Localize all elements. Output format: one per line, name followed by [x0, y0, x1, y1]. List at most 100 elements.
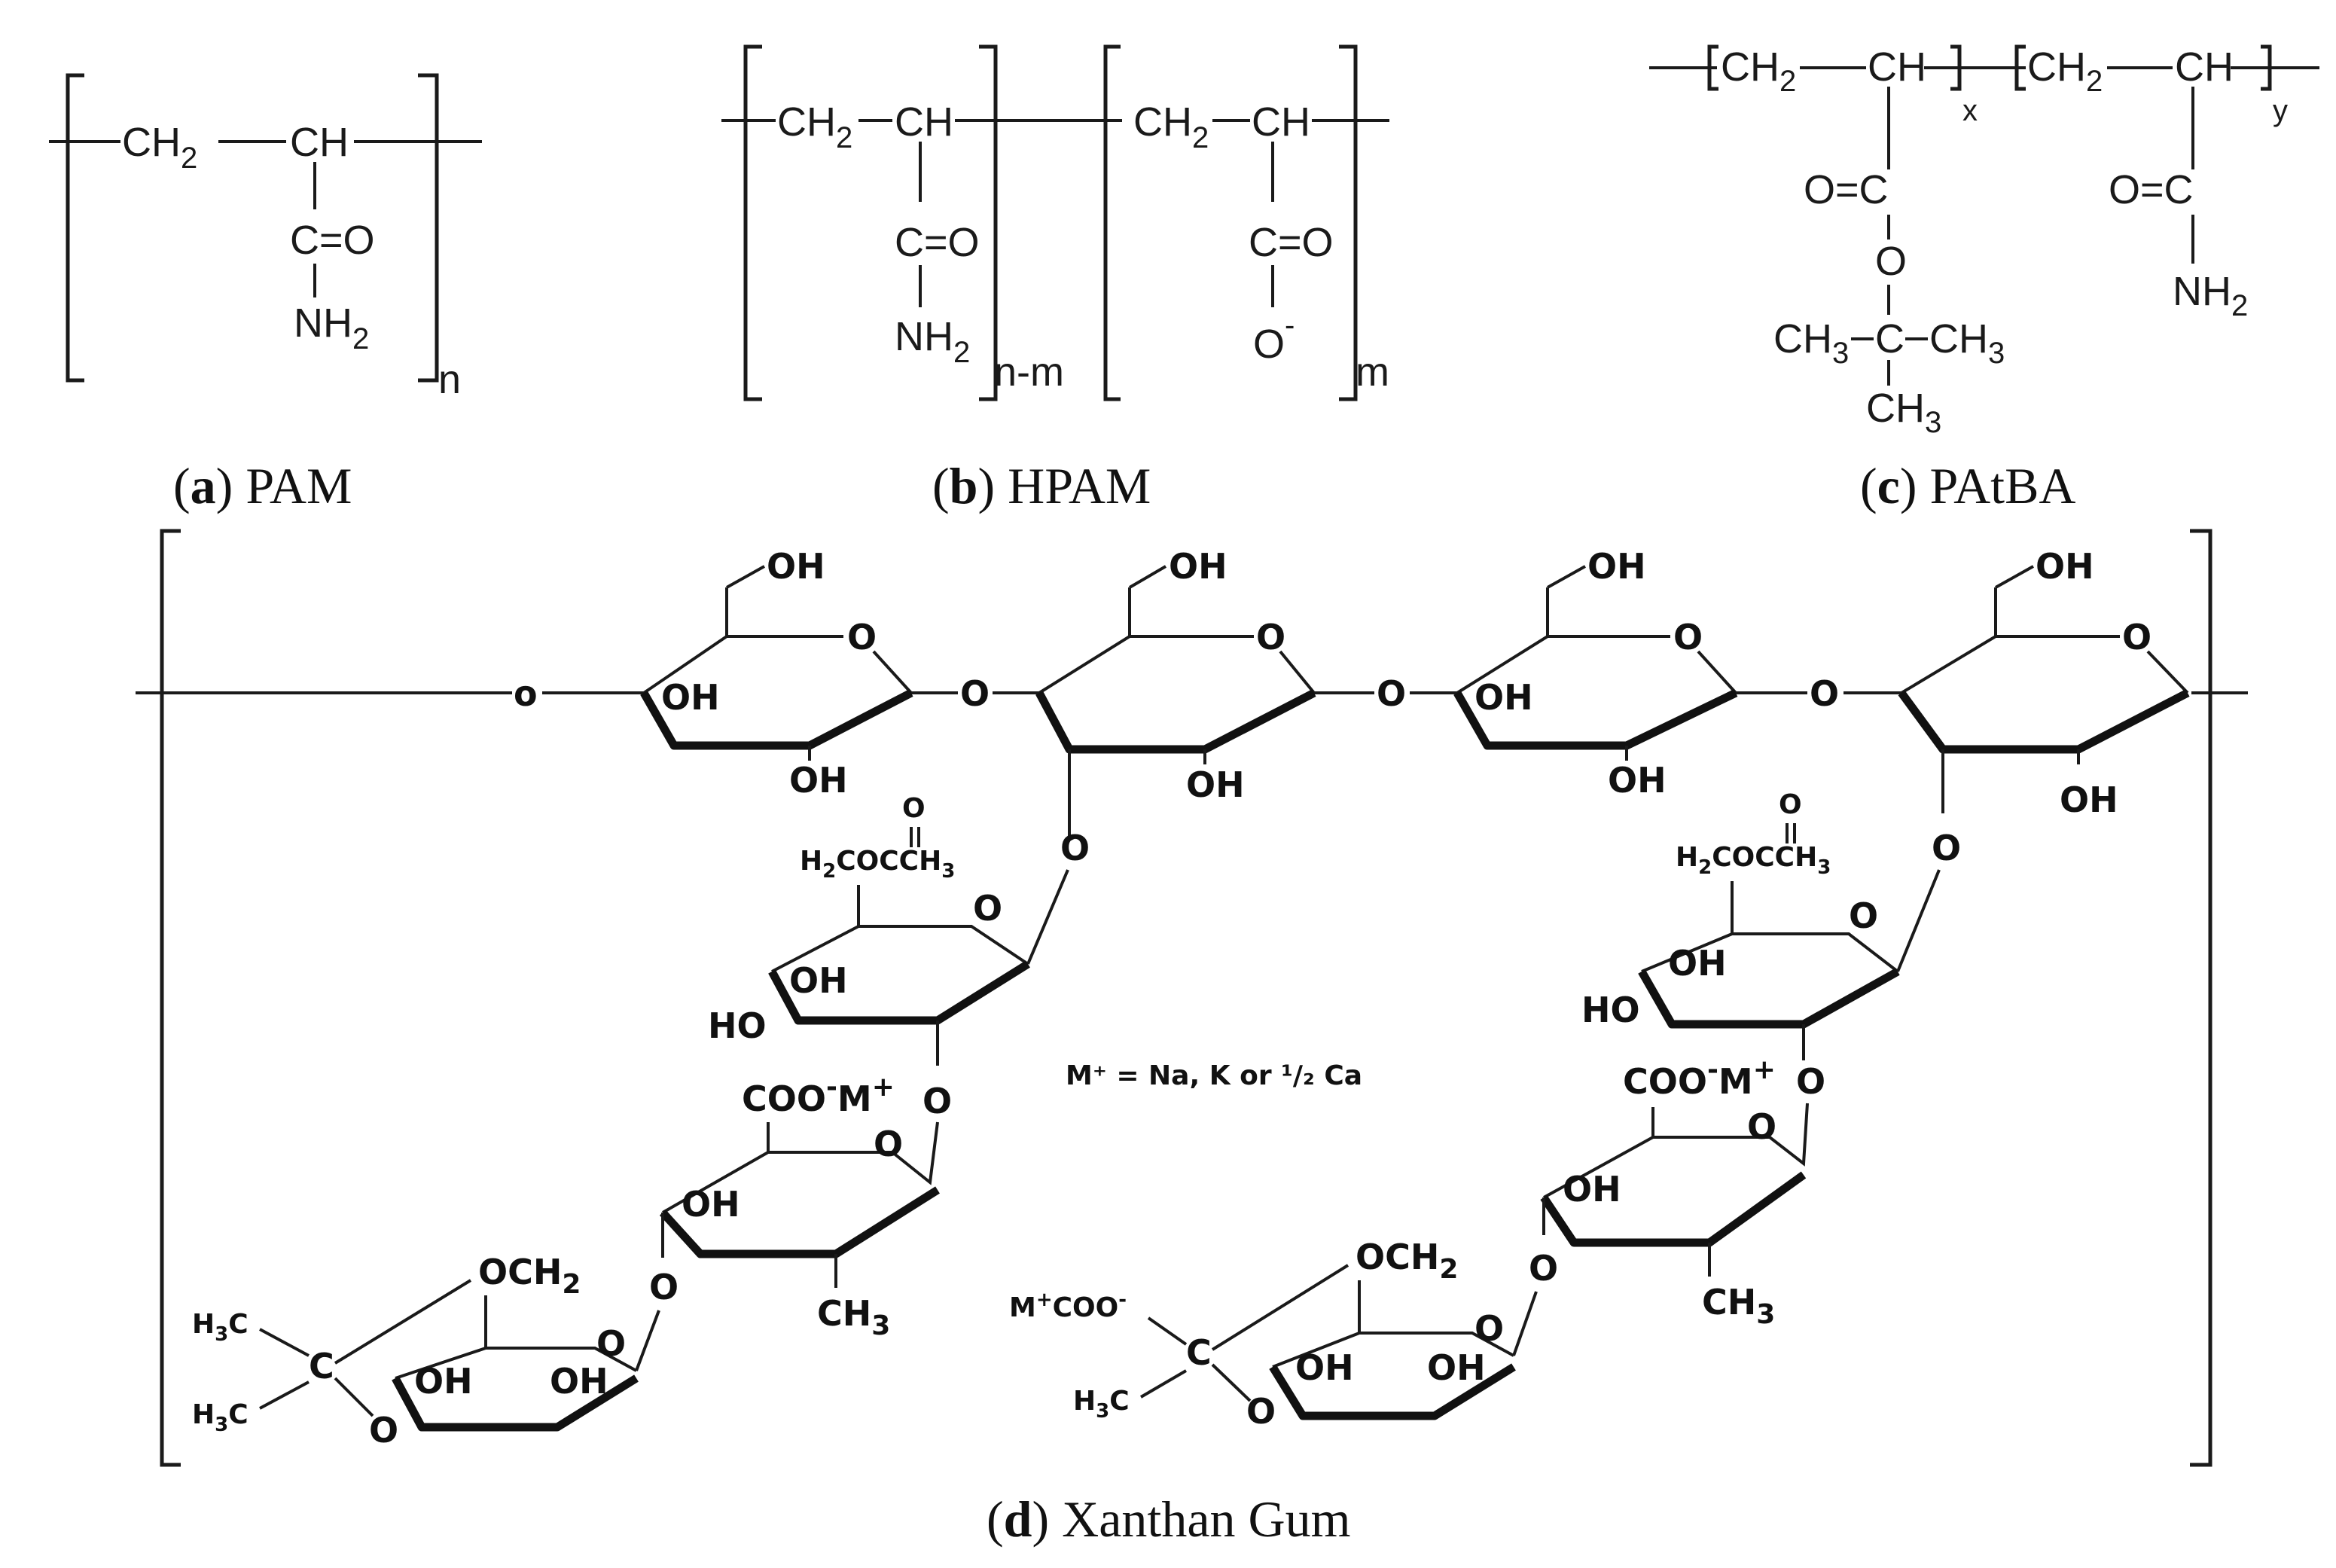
svg-text:OH: OH [1668, 943, 1727, 984]
svg-text:CH2: CH2 [2027, 44, 2103, 98]
svg-text:OH: OH [789, 760, 848, 801]
svg-text:OH: OH [414, 1361, 473, 1402]
svg-text:COO-M+: COO-M+ [1623, 1054, 1776, 1102]
counterion-note: M⁺ = Na, K or ¹/₂ Ca [1066, 1060, 1362, 1091]
svg-text:C=O: C=O [1249, 220, 1334, 265]
caption-b: (b) HPAM [932, 457, 1151, 514]
svg-text:CH2: CH2 [777, 99, 852, 154]
svg-text:CH: CH [1252, 99, 1310, 145]
svg-text:CH: CH [290, 120, 349, 165]
hpam-subscript-m: m [1356, 349, 1389, 395]
svg-text:O: O [960, 673, 990, 714]
svg-text:C: C [309, 1346, 334, 1386]
svg-text:OCH2: OCH2 [1356, 1237, 1458, 1285]
svg-text:C: C [1186, 1332, 1212, 1373]
svg-text:O: O [1474, 1308, 1504, 1349]
hpam-bracket-2-left [1103, 44, 1121, 401]
svg-text:CH2: CH2 [1133, 99, 1209, 154]
glucose-ring-2: O OH OH [1035, 546, 1316, 841]
svg-text:OH: OH [1608, 760, 1667, 801]
svg-text:OH: OH [1169, 546, 1227, 587]
svg-text:O: O [649, 1267, 679, 1307]
svg-text:O: O [1779, 789, 1802, 820]
svg-text:H3C: H3C [192, 1399, 249, 1436]
svg-text:O: O [1060, 828, 1090, 868]
pam-right-bracket [418, 73, 439, 383]
svg-text:CH: CH [895, 99, 953, 145]
svg-text:OH: OH [550, 1361, 608, 1402]
svg-text:O: O [1810, 673, 1839, 714]
svg-text:OH: OH [1295, 1347, 1354, 1388]
svg-text:CH3: CH3 [817, 1293, 890, 1341]
side-chain-left: O O H2COCCH3 O OH HO O COO-M+ O OH CH3 [192, 749, 1090, 1451]
svg-text:o: o [514, 673, 538, 714]
svg-text:O: O [973, 888, 1002, 929]
hpam-subscript-n-m: n-m [994, 349, 1064, 395]
panel-b-hpam-structure: CH2 CH C=O NH2 n-m CH2 CH C=O O- m [721, 44, 1389, 401]
svg-text:OH: OH [661, 677, 720, 718]
svg-text:OH: OH [767, 546, 825, 587]
svg-text:O: O [1932, 828, 1961, 868]
svg-text:O: O [1246, 1391, 1276, 1432]
hpam-bracket-1-left [743, 44, 762, 401]
svg-text:O: O [369, 1410, 398, 1451]
svg-text:O: O [1673, 617, 1703, 657]
svg-text:H2COCCH3: H2COCCH3 [800, 846, 955, 883]
svg-text:CH3: CH3 [1866, 386, 1941, 439]
svg-text:CH: CH [1868, 44, 1926, 90]
svg-text:O=C: O=C [2109, 167, 2194, 212]
caption-a: (a) PAM [173, 457, 352, 514]
svg-text:OCH2: OCH2 [478, 1252, 581, 1300]
panel-c-patba-structure: CH2 CH x O=C O CH3 C CH3 CH3 CH2 CH y O=… [1649, 44, 2319, 439]
svg-text:O: O [923, 1081, 952, 1121]
svg-text:CH3: CH3 [1773, 316, 1849, 370]
svg-text:O: O [847, 617, 877, 657]
svg-text:OH: OH [1563, 1169, 1621, 1210]
svg-text:O: O [1875, 239, 1907, 284]
svg-text:OH: OH [1587, 546, 1646, 587]
hpam-bracket-2-right [1339, 44, 1358, 401]
svg-text:H3C: H3C [192, 1309, 249, 1346]
svg-text:O: O [1849, 895, 1878, 936]
svg-text:M+COO-: M+COO- [1009, 1289, 1127, 1323]
svg-text:O: O [1377, 673, 1406, 714]
svg-text:NH2: NH2 [895, 314, 970, 369]
glucose-ring-1: O OH OH OH [640, 546, 913, 801]
svg-text:O: O [1529, 1248, 1558, 1289]
xanthan-right-bracket [2190, 529, 2212, 1467]
caption-d: (d) Xanthan Gum [987, 1490, 1351, 1548]
svg-text:OH: OH [682, 1184, 740, 1225]
svg-text:C: C [1875, 316, 1904, 361]
svg-text:HO: HO [708, 1005, 767, 1046]
svg-text:HO: HO [1581, 990, 1640, 1030]
svg-text:NH2: NH2 [294, 300, 369, 355]
svg-text:CH: CH [2175, 44, 2234, 90]
svg-text:O: O [2122, 617, 2151, 657]
svg-text:O: O [1747, 1106, 1776, 1147]
svg-text:CH3: CH3 [1702, 1282, 1775, 1330]
side-chain-right: O O H2COCCH3 O OH HO O COO-M+ O OH CH3 O [1009, 749, 1961, 1432]
svg-text:CH3: CH3 [1929, 316, 2005, 370]
glucose-ring-4: O OH OH [1898, 546, 2190, 820]
panel-d-xanthan-structure: o O O O O OH OH OH O O [136, 529, 2248, 1467]
svg-text:O: O [1256, 617, 1285, 657]
xanthan-left-bracket [160, 529, 181, 1467]
svg-text:COO-M+: COO-M+ [742, 1072, 895, 1119]
svg-text:OH: OH [789, 960, 848, 1001]
svg-text:H2COCCH3: H2COCCH3 [1676, 842, 1831, 879]
svg-text:OH: OH [2036, 546, 2094, 587]
svg-text:O-: O- [1253, 309, 1295, 367]
panel-a-pam-structure: CH2 CH C=O NH2 n [49, 73, 482, 402]
patba-subscript-x: x [1962, 94, 1978, 127]
svg-text:NH2: NH2 [2173, 269, 2248, 322]
svg-text:O: O [596, 1323, 626, 1364]
svg-text:O: O [902, 793, 926, 824]
svg-text:O=C: O=C [1804, 167, 1889, 212]
svg-text:H3C: H3C [1073, 1386, 1130, 1423]
pam-left-bracket [66, 73, 84, 383]
svg-text:CH2: CH2 [1721, 44, 1796, 98]
svg-text:O: O [1796, 1061, 1825, 1102]
hpam-bracket-1-right [979, 44, 998, 401]
caption-c: (c) PAtBA [1860, 457, 2076, 514]
